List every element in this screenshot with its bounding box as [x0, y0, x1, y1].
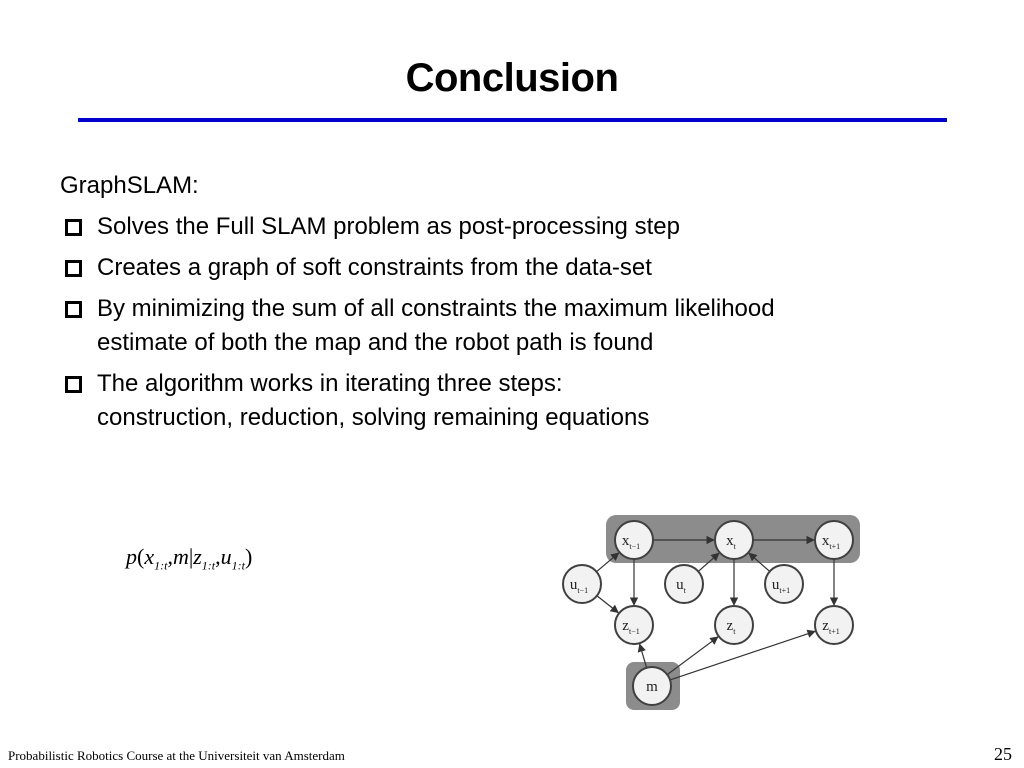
graph-nodes: xt−1 xt xt+1 ut−1 ut ut+1 zt−1 zt zt+1 m	[562, 520, 854, 706]
graphslam-diagram: xt−1 xt xt+1 ut−1 ut ut+1 zt−1 zt zt+1 m	[562, 515, 860, 710]
node-z-t-plus-1: zt+1	[814, 605, 854, 645]
page-number: 25	[994, 744, 1012, 764]
node-label: m	[646, 679, 658, 695]
node-u-t: ut	[664, 564, 704, 604]
graph-edge	[596, 552, 620, 573]
graph-edge	[748, 552, 771, 572]
bullet-text: The algorithm works in iterating three s…	[97, 370, 563, 397]
square-bullet-icon	[65, 301, 82, 318]
graph-edge	[596, 595, 619, 614]
bullet-text: Creates a graph of soft constraints from…	[97, 254, 652, 281]
graph-edges	[596, 535, 839, 681]
intro-text: GraphSLAM:	[60, 172, 199, 199]
node-u-t-plus-1: ut+1	[764, 564, 804, 604]
node-u-t-minus-1: ut−1	[562, 564, 602, 604]
node-x-t-plus-1: xt+1	[814, 520, 854, 560]
slide-title: Conclusion	[405, 56, 619, 100]
bullet-list: Solves the Full SLAM problem as post-pro…	[60, 210, 960, 435]
square-bullet-icon	[65, 219, 82, 236]
bullet-text: Solves the Full SLAM problem as post-pro…	[97, 213, 680, 240]
bullet-text-continuation: construction, reduction, solving remaini…	[97, 404, 650, 431]
graph-edge	[637, 643, 648, 668]
graph-edge	[669, 629, 816, 681]
square-bullet-icon	[65, 260, 82, 277]
graph-edge	[697, 552, 720, 572]
graph-edge	[666, 636, 719, 676]
slide-content: GraphSLAM: Solves the Full SLAM problem …	[60, 170, 960, 442]
node-x-t-minus-1: xt−1	[614, 520, 654, 560]
node-label: ut	[676, 577, 687, 595]
bullet-text: By minimizing the sum of all constraints…	[97, 295, 775, 322]
bullet-item: Creates a graph of soft constraints from…	[60, 251, 960, 285]
node-z-t-minus-1: zt−1	[614, 605, 654, 645]
node-z-t: zt	[714, 605, 754, 645]
node-label: xt	[726, 533, 737, 551]
bullet-item: By minimizing the sum of all constraints…	[60, 292, 960, 360]
footer-text: Probabilistic Robotics Course at the Uni…	[8, 748, 345, 763]
bullet-text-continuation: estimate of both the map and the robot p…	[97, 329, 654, 356]
square-bullet-icon	[65, 376, 82, 393]
node-label: zt	[727, 618, 737, 636]
bullet-item: Solves the Full SLAM problem as post-pro…	[60, 210, 960, 244]
posterior-formula: p(x1:t,m|z1:t,u1:t)	[126, 544, 253, 573]
node-m: m	[632, 666, 672, 706]
node-x-t: xt	[714, 520, 754, 560]
bullet-item: The algorithm works in iterating three s…	[60, 367, 960, 435]
title-divider	[78, 118, 947, 122]
